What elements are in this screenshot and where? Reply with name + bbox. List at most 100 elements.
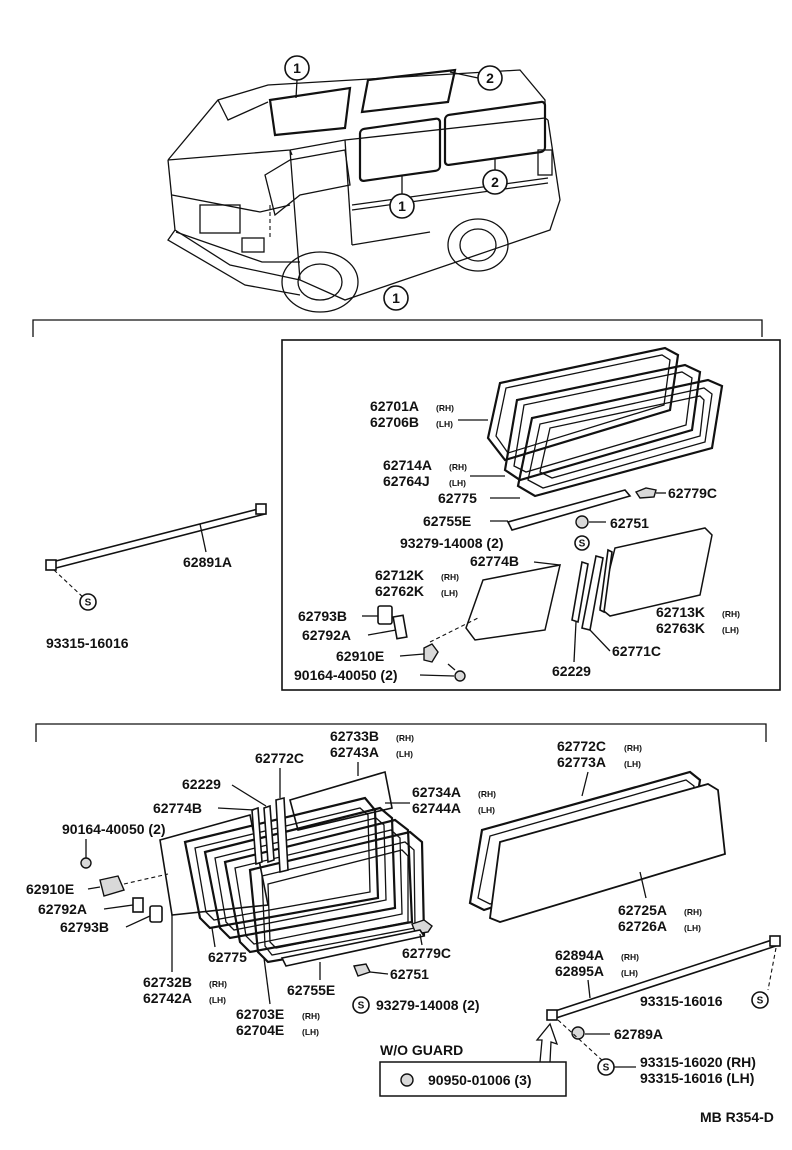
s-marker-93279: S bbox=[574, 535, 590, 551]
label-62701a: 62701A (RH) bbox=[370, 398, 454, 414]
section2-bracket bbox=[35, 723, 767, 742]
label-62229-s2: 62229 bbox=[182, 776, 221, 792]
strip-62755e-s2 bbox=[280, 929, 426, 967]
label-62891a: 62891A bbox=[183, 554, 232, 570]
svg-text:1: 1 bbox=[398, 198, 406, 214]
svg-text:(RH): (RH) bbox=[302, 1011, 320, 1021]
svg-text:62725A: 62725A bbox=[618, 902, 667, 918]
label-62792a-s2: 62792A bbox=[38, 901, 87, 917]
callout-1-section-header: 1 bbox=[383, 285, 409, 311]
label-62763k: 62763K (LH) bbox=[656, 620, 739, 636]
svg-text:(RH): (RH) bbox=[478, 789, 496, 799]
svg-text:S: S bbox=[579, 539, 586, 550]
svg-text:(LH): (LH) bbox=[449, 478, 466, 488]
rod-62891a: S bbox=[45, 503, 267, 611]
svg-text:1: 1 bbox=[293, 60, 301, 76]
arrow-wo-guard bbox=[535, 1022, 559, 1063]
svg-text:62742A: 62742A bbox=[143, 990, 192, 1006]
window-frames-stack bbox=[486, 346, 724, 498]
label-62772c-s2: 62772C (RH) bbox=[557, 738, 642, 754]
label-62762k: 62762K (LH) bbox=[375, 583, 458, 599]
label-62792a-s1: 62792A bbox=[302, 627, 351, 643]
svg-text:90950-01006 (3): 90950-01006 (3) bbox=[428, 1072, 532, 1088]
part-62910e bbox=[423, 643, 439, 663]
label-93315-s1: 93315-16016 bbox=[46, 635, 129, 651]
part-62793b bbox=[377, 605, 393, 625]
label-62771c-s1: 62771C bbox=[612, 643, 661, 659]
label-62706b: 62706B (LH) bbox=[370, 414, 453, 430]
svg-text:(LH): (LH) bbox=[441, 588, 458, 598]
van-illustration bbox=[167, 68, 561, 313]
svg-text:(RH): (RH) bbox=[722, 609, 740, 619]
label-62755e-s1: 62755E bbox=[423, 513, 471, 529]
svg-text:(RH): (RH) bbox=[624, 743, 642, 753]
svg-text:62764J: 62764J bbox=[383, 473, 430, 489]
svg-text:S: S bbox=[358, 1001, 365, 1012]
strip-62755e bbox=[506, 489, 632, 531]
svg-text:(RH): (RH) bbox=[449, 462, 467, 472]
label-62755e-s2: 62755E bbox=[287, 982, 335, 998]
svg-text:S: S bbox=[85, 598, 92, 609]
label-93315-16020: 93315-16020 (RH) bbox=[640, 1054, 756, 1070]
svg-text:(LH): (LH) bbox=[396, 749, 413, 759]
part-62792a-s2 bbox=[132, 897, 144, 913]
svg-text:2: 2 bbox=[486, 70, 494, 86]
label-62789a: 62789A bbox=[614, 1026, 663, 1042]
glass-62712k bbox=[465, 564, 561, 641]
svg-text:(RH): (RH) bbox=[441, 572, 459, 582]
callout-1-top: 1 bbox=[284, 55, 310, 99]
svg-text:62732B: 62732B bbox=[143, 974, 192, 990]
label-62703e: 62703E (RH) bbox=[236, 1006, 320, 1022]
label-62733b: 62733B (RH) bbox=[330, 728, 414, 744]
svg-text:(LH): (LH) bbox=[624, 759, 641, 769]
label-90164-s2: 90164-40050 (2) bbox=[62, 821, 166, 837]
svg-text:(LH): (LH) bbox=[436, 419, 453, 429]
channel-62229 bbox=[571, 560, 589, 624]
label-62726a: 62726A (LH) bbox=[618, 918, 701, 934]
label-62714a: 62714A (RH) bbox=[383, 457, 467, 473]
side-window-62725a bbox=[468, 770, 726, 923]
label-62793b-s2: 62793B bbox=[60, 919, 109, 935]
label-62773a: 62773A (LH) bbox=[557, 754, 641, 770]
svg-text:62704E: 62704E bbox=[236, 1022, 284, 1038]
nut-62751 bbox=[575, 515, 589, 529]
footer-code: MB R354-D bbox=[700, 1109, 774, 1125]
part-62793b-s2 bbox=[149, 905, 163, 923]
channel-62229-s2 bbox=[263, 804, 275, 864]
label-62774b-s2: 62774B bbox=[153, 800, 202, 816]
screw-90164 bbox=[454, 670, 466, 682]
s-marker-93315-b: S bbox=[597, 1058, 615, 1076]
label-93315-16016-s2: 93315-16016 bbox=[640, 993, 723, 1009]
screw-90164-s2 bbox=[80, 857, 92, 869]
channel-62772c-s2 bbox=[275, 796, 289, 874]
label-62712k: 62712K (RH) bbox=[375, 567, 459, 583]
label-62779c-s2: 62779C bbox=[402, 945, 451, 961]
svg-text:62763K: 62763K bbox=[656, 620, 705, 636]
channel-62771c bbox=[581, 554, 604, 631]
svg-text:62706B: 62706B bbox=[370, 414, 419, 430]
label-62894a: 62894A (RH) bbox=[555, 947, 639, 963]
svg-text:62772C: 62772C bbox=[557, 738, 606, 754]
label-62751-s2: 62751 bbox=[390, 966, 429, 982]
s-marker-93279-s2: S bbox=[352, 996, 370, 1014]
callout-2-top: 2 bbox=[449, 65, 503, 91]
svg-text:(LH): (LH) bbox=[621, 968, 638, 978]
svg-text:2: 2 bbox=[491, 174, 499, 190]
label-62704e: 62704E (LH) bbox=[236, 1022, 319, 1038]
svg-text:(RH): (RH) bbox=[396, 733, 414, 743]
label-62910e-s2: 62910E bbox=[26, 881, 74, 897]
channel-62774b-s2 bbox=[251, 806, 263, 866]
part-62910e-s2 bbox=[99, 875, 125, 897]
label-62725a: 62725A (RH) bbox=[618, 902, 702, 918]
section1-box bbox=[281, 339, 781, 691]
svg-text:(LH): (LH) bbox=[722, 625, 739, 635]
svg-text:62895A: 62895A bbox=[555, 963, 604, 979]
label-62229-s1: 62229 bbox=[552, 663, 591, 679]
label-62764j: 62764J (LH) bbox=[383, 473, 466, 489]
svg-text:62713K: 62713K bbox=[656, 604, 705, 620]
label-62734a: 62734A (RH) bbox=[412, 784, 496, 800]
label-62742a: 62742A (LH) bbox=[143, 990, 226, 1006]
label-62713k: 62713K (RH) bbox=[656, 604, 740, 620]
